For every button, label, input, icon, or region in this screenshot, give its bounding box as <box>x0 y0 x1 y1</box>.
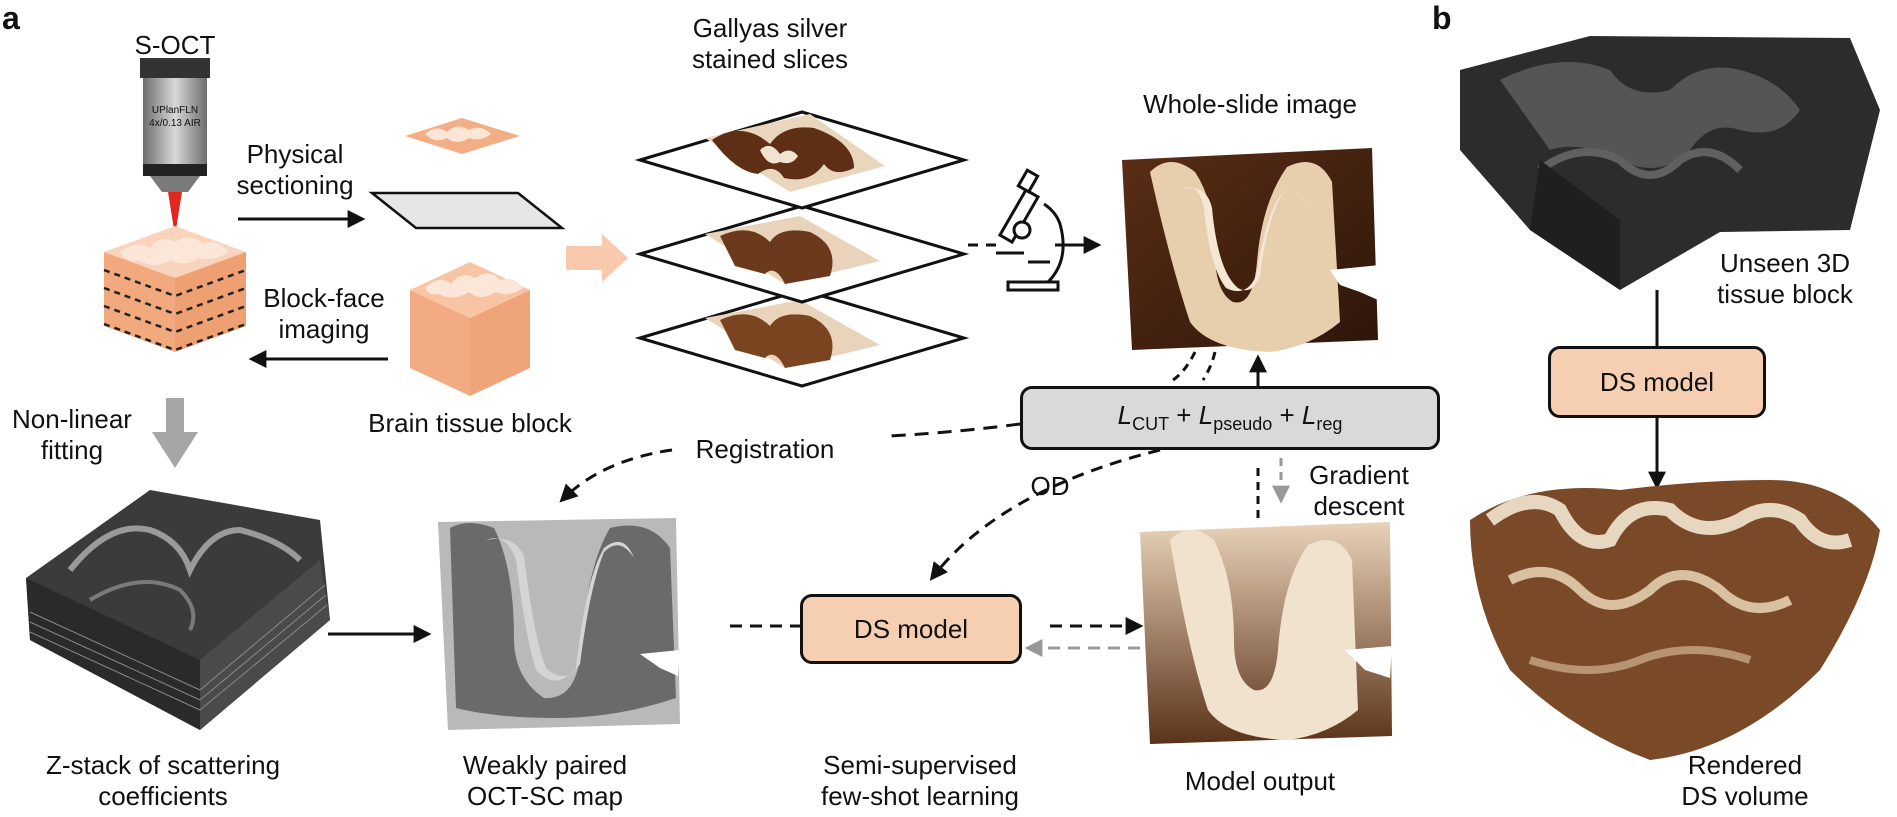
loss-plus: + <box>1169 400 1199 431</box>
physical-sectioning-line-1: Physical <box>246 139 344 169</box>
weakly-paired-line-2: OCT-SC map <box>466 781 624 811</box>
gradient-descent-label: Gradient descent <box>1294 460 1424 522</box>
non-linear-line-1: Non-linear <box>12 404 132 434</box>
ds-model-box-b: DS model <box>1548 346 1766 418</box>
oct-zstack-block <box>26 490 330 730</box>
unseen-line-2: tissue block <box>1717 279 1853 309</box>
loss-sub-reg: reg <box>1316 414 1343 435</box>
oct-sc-map <box>438 518 680 730</box>
tissue-block-sliced-icon <box>103 226 247 352</box>
transfer-arrow <box>566 234 628 282</box>
loss-box: LCUT + Lpseudo + Lreg <box>1020 386 1440 450</box>
loss-plus: + <box>1272 400 1302 431</box>
loss-l-pseudo: L <box>1198 400 1214 431</box>
model-output-label: Model output <box>1184 766 1336 796</box>
loss-sub-pseudo: pseudo <box>1213 414 1273 435</box>
registration-arrow <box>559 448 673 503</box>
loss-to-registration-dash <box>889 422 1021 438</box>
gradient-line-1: Gradient <box>1309 460 1409 490</box>
unseen-3d-block <box>1460 36 1880 290</box>
gallyas-label: Gallyas silver stained slices <box>660 13 880 75</box>
rendered-volume-label: Rendered DS volume <box>1670 750 1820 812</box>
wsi-to-loss-dash-1 <box>1172 351 1197 382</box>
rendered-ds-volume <box>1470 480 1880 760</box>
lens-text: UPlanFLN 4x/0.13 AIR <box>143 104 207 130</box>
panel-label-a: a <box>2 0 20 36</box>
whole-slide-image-label: Whole-slide image <box>1143 89 1357 119</box>
registration-label: Registration <box>695 434 835 464</box>
rendered-line-2: DS volume <box>1681 781 1809 811</box>
ds-model-label: DS model <box>853 613 969 644</box>
laser-beam-icon <box>168 192 182 236</box>
stained-slices-stack <box>634 110 970 388</box>
brain-tissue-block-label: Brain tissue block <box>368 408 572 438</box>
lens-line-2: 4x/0.13 AIR <box>149 118 201 129</box>
od-arrow <box>929 448 1161 581</box>
ds-model-box: DS model <box>800 594 1022 664</box>
non-linear-fitting-label: Non-linear fitting <box>0 404 144 466</box>
loss-l-reg: L <box>1301 400 1317 431</box>
panel-label-b: b <box>1432 0 1452 36</box>
block-face-line-2: imaging <box>278 314 370 344</box>
od-label: OD <box>1030 471 1070 501</box>
gallyas-line-2: stained slices <box>691 44 849 74</box>
semi-supervised-line-2: few-shot learning <box>821 781 1019 811</box>
lens-line-1: UPlanFLN <box>151 105 199 116</box>
gradient-line-2: descent <box>1313 491 1405 521</box>
weakly-paired-label: Weakly paired OCT-SC map <box>430 750 660 812</box>
wsi-to-loss-dash-2 <box>1201 351 1217 381</box>
zstack-line-1: Z-stack of scattering <box>45 750 281 780</box>
zstack-label: Z-stack of scattering coefficients <box>18 750 308 812</box>
non-linear-line-2: fitting <box>40 435 104 465</box>
rendered-line-1: Rendered <box>1687 750 1803 780</box>
semi-supervised-label: Semi-supervised few-shot learning <box>795 750 1045 812</box>
microscope-objective-icon <box>140 58 210 236</box>
gallyas-line-1: Gallyas silver <box>692 13 848 43</box>
weakly-paired-line-1: Weakly paired <box>462 750 628 780</box>
semi-supervised-line-1: Semi-supervised <box>823 750 1017 780</box>
loss-sub-cut: CUT <box>1132 414 1170 435</box>
physical-sectioning-label: Physical sectioning <box>220 139 370 201</box>
soct-label: S-OCT <box>134 30 216 60</box>
unseen-line-1: Unseen 3D <box>1719 248 1851 278</box>
glass-slide-icon <box>368 191 566 230</box>
block-face-line-1: Block-face <box>263 283 385 313</box>
loss-l-cut: L <box>1117 400 1133 431</box>
brain-tissue-block-icon <box>410 262 530 396</box>
sectioned-slice-icon <box>405 118 520 154</box>
zstack-line-2: coefficients <box>98 781 228 811</box>
block-face-imaging-label: Block-face imaging <box>244 283 404 345</box>
unseen-block-label: Unseen 3D tissue block <box>1700 248 1870 310</box>
ds-model-label-b: DS model <box>1599 366 1715 397</box>
whole-slide-image <box>1122 148 1380 352</box>
optical-microscope-icon <box>996 168 1065 292</box>
nonlinear-fitting-arrow <box>152 398 198 468</box>
physical-sectioning-line-2: sectioning <box>236 170 354 200</box>
model-output-image <box>1140 522 1392 744</box>
